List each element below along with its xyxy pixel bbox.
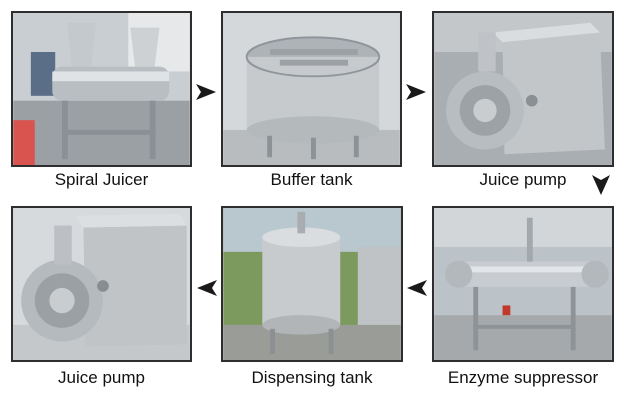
arrow-down-icon [592, 175, 610, 195]
step-label-buffer-tank: Buffer tank [270, 170, 353, 189]
dispensing-tank-photo [223, 208, 401, 360]
photo-dispensing-tank [221, 206, 403, 362]
buffer-tank-photo [223, 13, 400, 165]
enzyme-suppressor-photo [434, 208, 612, 360]
arrow-right-icon [196, 84, 216, 100]
juice-pump-photo [434, 13, 612, 165]
photo-juice-pump-top [432, 11, 614, 167]
step-label-spiral-juicer: Spiral Juicer [54, 170, 149, 189]
photo-buffer-tank [221, 11, 402, 167]
arrow-left-icon [197, 280, 217, 296]
step-label-enzyme-suppressor: Enzyme suppressor [447, 368, 599, 387]
photo-enzyme-suppressor [432, 206, 614, 362]
juice-pump-photo [13, 208, 190, 360]
arrow-right-icon [406, 84, 426, 100]
step-label-juice-pump-top: Juice pump [479, 170, 567, 189]
arrow-left-icon [407, 280, 427, 296]
spiral-juicer-photo [13, 13, 190, 165]
step-label-dispensing-tank: Dispensing tank [251, 368, 373, 387]
step-label-juice-pump-bottom: Juice pump [58, 368, 145, 387]
photo-juice-pump-bottom [11, 206, 192, 362]
photo-spiral-juicer [11, 11, 192, 167]
